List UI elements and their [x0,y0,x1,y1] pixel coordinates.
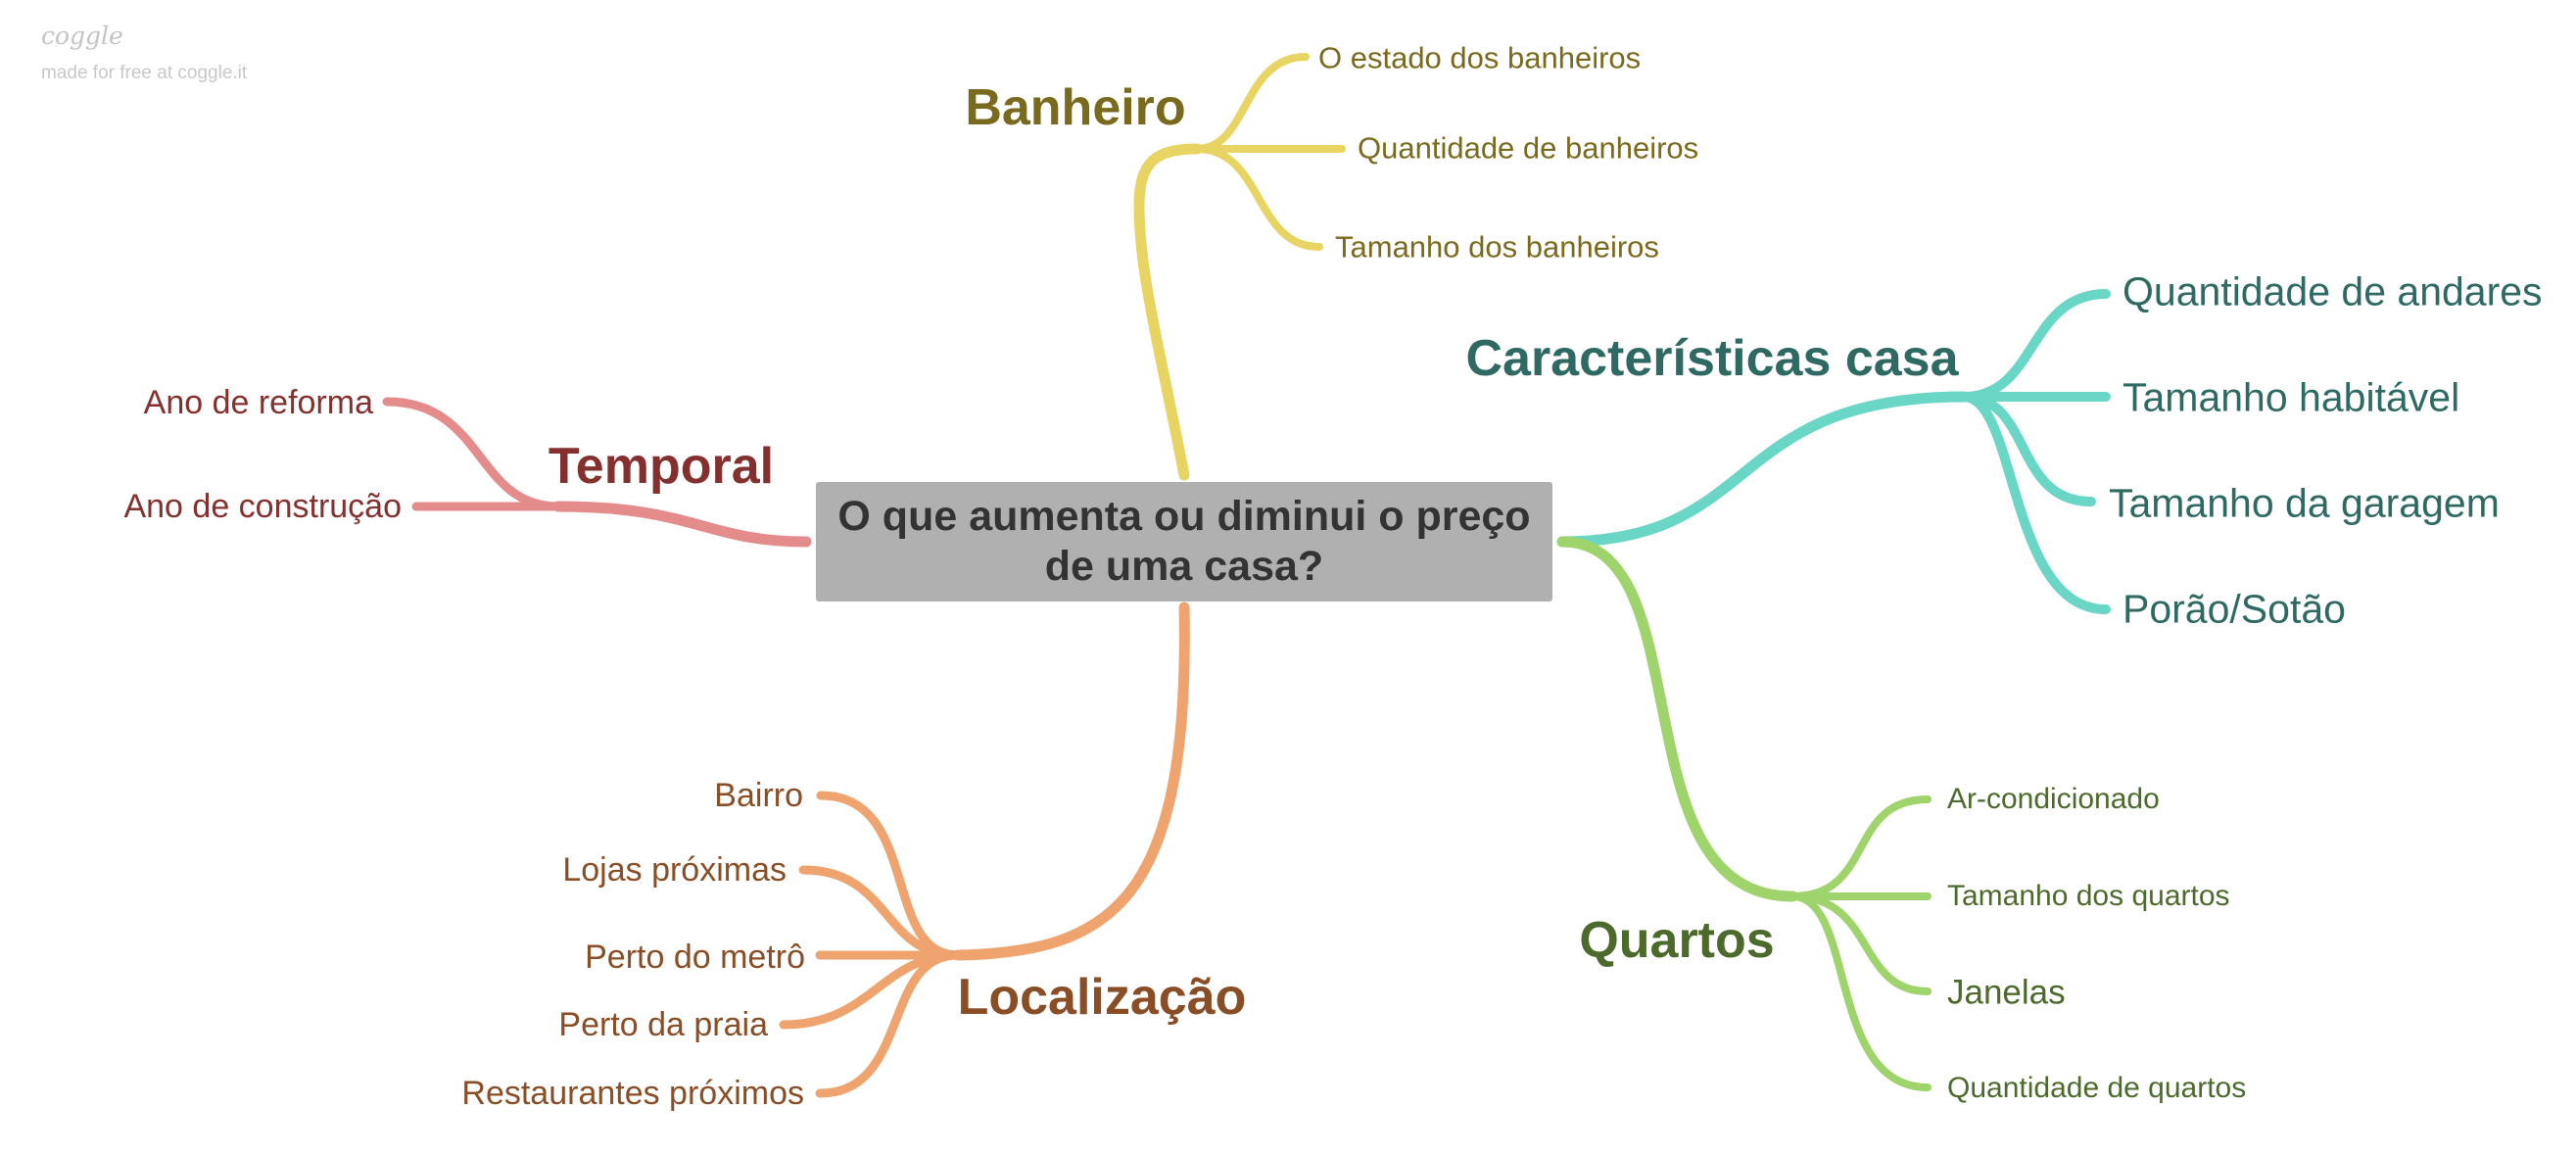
leaf-quantidade-andares[interactable]: Quantidade de andares [2123,268,2543,314]
branch-temporal[interactable]: Temporal [548,438,775,495]
coggle-logo: coggle [41,22,123,50]
leaf-tamanho-habitavel[interactable]: Tamanho habitável [2123,374,2460,420]
connector-ar-condicionado [1789,795,1932,900]
central-topic-label: O que aumenta ou diminui o preço de uma … [837,493,1531,590]
leaf-lojas-proximas[interactable]: Lojas próximas [562,851,787,889]
connector-ano-reforma [382,397,563,511]
connector-estado-banheiros [1193,53,1310,153]
leaf-porao-sotao[interactable]: Porão/Sotão [2123,586,2346,632]
branch-banheiro[interactable]: Banheiro [965,79,1186,136]
connector-lojas-proximas [798,865,963,960]
connector-banheiro [1133,143,1203,481]
leaf-restaurantes-proximos[interactable]: Restaurantes próximos [461,1075,804,1112]
connector-tamanho-garagem [1959,392,2096,506]
coggle-credit: made for free at coggle.it [41,63,248,83]
connector-janelas [1789,892,1932,995]
branch-localizacao[interactable]: Localização [957,969,1247,1026]
connector-caracteristicas [1556,391,1970,548]
connector-localizacao [952,602,1190,961]
connector-quantidade-quartos [1789,892,1932,1091]
leaf-ano-reforma[interactable]: Ano de reforma [143,384,373,421]
leaf-perto-praia[interactable]: Perto da praia [558,1006,768,1043]
central-topic[interactable]: O que aumenta ou diminui o preço de uma … [816,482,1552,602]
leaf-tamanho-garagem[interactable]: Tamanho da garagem [2109,480,2500,526]
connector-porao-sotao [1959,392,2111,614]
connector-restaurantes-proximos [815,950,963,1098]
connector-quartos [1556,536,1798,902]
leaf-perto-metro[interactable]: Perto do metrô [585,938,805,976]
connector-temporal [552,501,812,548]
connector-quantidade-andares [1959,289,2111,402]
leaf-janelas[interactable]: Janelas [1947,973,2066,1012]
leaf-ano-construcao[interactable]: Ano de construção [123,488,402,525]
branch-quartos[interactable]: Quartos [1579,912,1775,969]
leaf-ar-condicionado[interactable]: Ar-condicionado [1947,783,2160,815]
leaf-tamanho-quartos[interactable]: Tamanho dos quartos [1947,880,2230,912]
branch-caracteristicas-casa[interactable]: Características casa [1465,330,1959,387]
leaf-bairro[interactable]: Bairro [714,777,803,814]
leaf-tamanho-banheiros[interactable]: Tamanho dos banheiros [1335,229,1659,265]
leaf-estado-banheiros[interactable]: O estado dos banheiros [1318,40,1642,75]
connector-tamanho-banheiros [1193,145,1323,251]
leaf-quantidade-quartos[interactable]: Quantidade de quartos [1947,1072,2247,1104]
leaf-quantidade-banheiros[interactable]: Quantidade de banheiros [1358,130,1699,166]
